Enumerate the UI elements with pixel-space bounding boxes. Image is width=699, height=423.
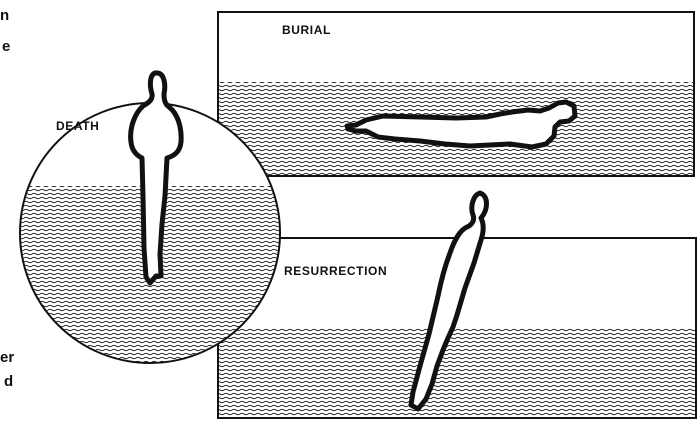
edge-text-top-1: n: [0, 7, 9, 24]
resurrection-label: RESURRECTION: [284, 264, 387, 278]
death-label: DEATH: [56, 119, 99, 133]
burial-panel: BURIAL: [218, 12, 694, 176]
edge-text-bottom-2: d: [4, 373, 13, 390]
edge-text-bottom-1: er: [0, 349, 14, 366]
burial-label: BURIAL: [282, 23, 331, 37]
edge-text-top-2: e: [2, 38, 10, 55]
resurrection-water: [219, 328, 695, 417]
left-edge-text: n e er d: [0, 7, 14, 390]
